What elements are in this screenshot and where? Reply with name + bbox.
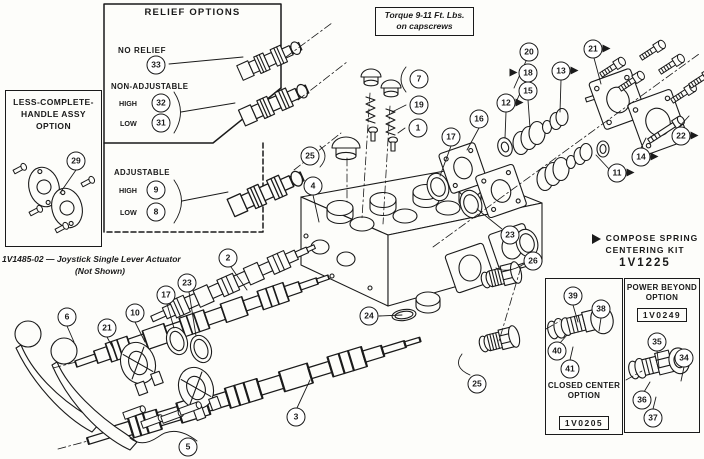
low-label: LOW — [120, 208, 137, 217]
callout-33: 33 — [146, 55, 166, 75]
spool-caps — [331, 68, 402, 161]
callout-21: 21 — [97, 318, 117, 338]
centerlines — [52, 22, 700, 450]
callout-8: 8 — [146, 202, 166, 222]
callout-6: 6 — [57, 307, 77, 327]
closed-center-part-number: 1V0205 — [558, 416, 610, 430]
adjustable-label: ADJUSTABLE — [114, 168, 170, 177]
callout-29: 29 — [66, 151, 86, 171]
actuator-caption-line2: (Not Shown) — [74, 266, 126, 276]
non-adjustable-label: NON-ADJUSTABLE — [111, 82, 189, 91]
callout-2: 2 — [218, 248, 238, 268]
seal-rings — [426, 172, 539, 258]
handle-assy-title-line3: OPTION — [36, 121, 71, 131]
callout-34: 34 — [674, 348, 694, 368]
no-relief-label: NO RELIEF — [118, 46, 167, 55]
kit-marker-triangle-icon — [509, 68, 517, 76]
kit-marker-triangle-icon — [650, 152, 659, 160]
callout-21: 21 — [583, 39, 611, 59]
callout-20: 20 — [519, 42, 539, 62]
high-label: HIGH — [119, 99, 137, 108]
closed-center-title-line2: OPTION — [567, 391, 601, 400]
callout-3: 3 — [286, 407, 306, 427]
torque-note-box: Torque 9-11 Ft. Lbs. on capscrews — [375, 7, 474, 36]
spring-centering-kit-label: COMPOSE SPRING CENTERING KIT 1V1225 — [584, 233, 704, 269]
power-beyond-box: POWER BEYOND OPTION 1V0249 — [624, 278, 700, 433]
callout-40: 40 — [547, 341, 567, 361]
power-beyond-part-number: 1V0249 — [636, 308, 688, 322]
callout-23: 23 — [500, 225, 520, 245]
high-label: HIGH — [119, 186, 137, 195]
torque-note-line1: Torque 9-11 Ft. Lbs. — [384, 10, 465, 20]
kit-marker-triangle-icon — [591, 233, 601, 244]
kit-part-number: 1V1225 — [619, 256, 671, 269]
callout-17: 17 — [441, 127, 461, 147]
handle-assy-title-line1: LESS-COMPLETE- — [13, 97, 94, 107]
handle-assy-box: LESS-COMPLETE- HANDLE ASSY OPTION — [5, 90, 102, 247]
torque-note-line2: on capscrews — [396, 21, 453, 31]
callout-19: 19 — [409, 95, 429, 115]
actuator-caption-line1: 1V1485-02 — Joystick Single Lever Actuat… — [2, 254, 181, 264]
kit-marker-triangle-icon — [515, 98, 524, 106]
callout-41: 41 — [560, 359, 580, 379]
callout-37: 37 — [643, 408, 663, 428]
relief-options-title: RELIEF OPTIONS — [144, 7, 241, 18]
callout-36: 36 — [632, 390, 652, 410]
kit-marker-triangle-icon — [570, 66, 579, 74]
callout-18: 18 — [509, 63, 538, 83]
callout-14: 14 — [631, 147, 659, 167]
closed-center-box: CLOSED CENTER OPTION 1V0205 — [545, 278, 623, 435]
callout-25: 25 — [467, 374, 487, 394]
callout-10: 10 — [125, 303, 145, 323]
port-flanges — [438, 137, 527, 219]
callout-22: 22 — [671, 126, 699, 146]
callout-35: 35 — [647, 332, 667, 352]
capscrews — [597, 38, 704, 144]
closed-center-title-line1: CLOSED CENTER — [547, 381, 621, 390]
relief-cartridges — [226, 37, 312, 219]
callout-24: 24 — [359, 306, 379, 326]
control-handles — [14, 320, 138, 451]
callout-17: 17 — [156, 285, 176, 305]
callout-13: 13 — [551, 61, 579, 81]
power-beyond-title-line1: POWER BEYOND — [626, 283, 698, 292]
callout-16: 16 — [469, 109, 489, 129]
callout-11: 11 — [607, 163, 635, 183]
kit-marker-triangle-icon — [602, 44, 611, 52]
kit-marker-triangle-icon — [690, 131, 699, 139]
callout-38: 38 — [591, 299, 611, 319]
kit-label-line2: CENTERING KIT — [605, 244, 685, 255]
linkage-brackets — [119, 326, 222, 429]
callout-25: 25 — [300, 146, 320, 166]
power-beyond-title-line2: OPTION — [645, 293, 679, 302]
kit-marker-triangle-icon — [626, 168, 635, 176]
leader-lines — [59, 56, 690, 444]
hex-plugs — [391, 260, 525, 357]
callout-12: 12 — [496, 93, 524, 113]
callout-26: 26 — [523, 251, 543, 271]
callout-9: 9 — [146, 180, 166, 200]
callout-7: 7 — [409, 69, 429, 89]
callout-23: 23 — [177, 273, 197, 293]
callout-31: 31 — [151, 113, 171, 133]
callout-1: 1 — [408, 118, 428, 138]
kit-label-line1: COMPOSE SPRING — [605, 233, 699, 243]
callout-15: 15 — [518, 81, 538, 101]
callout-32: 32 — [151, 93, 171, 113]
callout-4: 4 — [303, 176, 323, 196]
callout-39: 39 — [563, 286, 583, 306]
handle-assy-title-line2: HANDLE ASSY — [20, 109, 86, 119]
callout-5: 5 — [178, 437, 198, 457]
low-label: LOW — [120, 119, 137, 128]
handle-plates — [11, 161, 97, 235]
